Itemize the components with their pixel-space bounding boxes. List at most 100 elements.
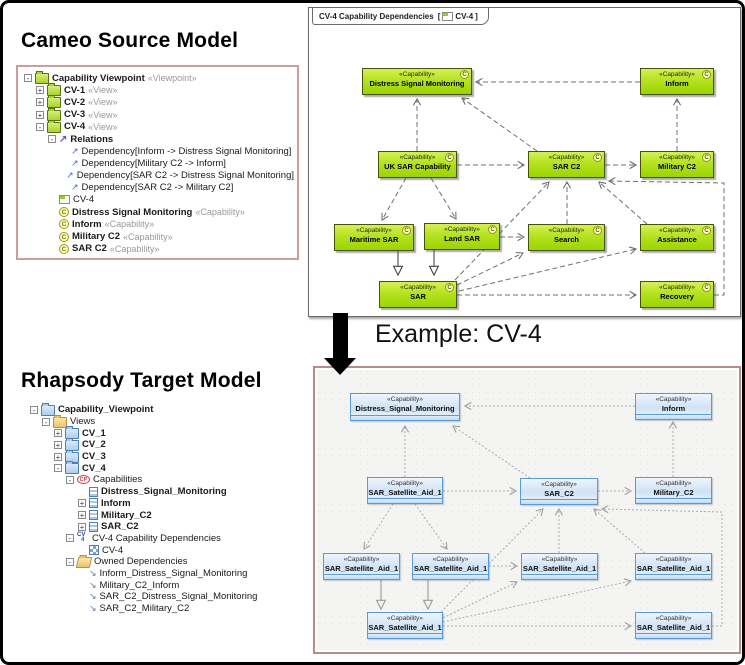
tree-item[interactable]: +CV-1«View» [21, 83, 294, 97]
capability-node[interactable]: «Capability» SAR_Satellite_Aid_1 [635, 612, 712, 639]
tree-indent [21, 212, 45, 213]
collapse-icon[interactable]: - [66, 475, 74, 484]
capability-node[interactable]: «Capability» UK SAR Capability C [378, 151, 457, 178]
tree-item[interactable]: - CV_4 [27, 461, 299, 475]
tree-item[interactable]: CV-4 [27, 544, 299, 556]
tree-item[interactable]: +CV-2«View» [21, 95, 294, 109]
tree-item[interactable]: Inform«Capability» [21, 218, 294, 230]
tree-item[interactable]: -Capability Viewpoint«Viewpoint» [21, 71, 294, 85]
capability-node[interactable]: «Capability» SAR_Satellite_Aid_1 [367, 477, 443, 504]
expand-icon[interactable]: + [36, 86, 44, 96]
tree-item[interactable]: Dependency[Military C2 -> Inform] [21, 157, 294, 169]
tree-item[interactable]: SAR_C2_Military_C2 [27, 603, 299, 615]
tree-item[interactable]: Dependency[Inform -> Distress Signal Mon… [21, 145, 294, 157]
tree-item[interactable]: -CV-4 Capability Dependencies [27, 533, 299, 545]
collapse-icon[interactable]: - [24, 74, 32, 83]
capability-node[interactable]: «Capability» SAR C2 C [528, 151, 605, 178]
capability-node[interactable]: «Capability» Assistance C [640, 224, 714, 251]
tree-item[interactable]: CV-4 [21, 194, 294, 206]
tree-item-label: Relations [70, 133, 114, 145]
dependency-cameo-icon [71, 146, 79, 157]
capability-node[interactable]: «Capability» SAR_Satellite_Aid_1 [367, 612, 443, 639]
tree-item[interactable]: Distress_Signal_Monitoring [27, 486, 299, 498]
dependency-edge [458, 246, 638, 292]
rhapsody-diagram-panel: «Capability» Distress_Signal_Monitoring … [313, 366, 741, 654]
tree-indent [21, 163, 57, 164]
collapse-icon[interactable]: - [54, 464, 62, 473]
tree-item[interactable]: SAR C2«Capability» [21, 243, 294, 255]
capability-node[interactable]: «Capability» Land SAR C [424, 223, 500, 250]
capability-node[interactable]: «Capability» Inform C [640, 68, 714, 95]
tree-item-label: Dependency[SAR C2 -> Military C2] [81, 182, 234, 194]
capability-node[interactable]: «Capability» SAR_Satellite_Aid_1 [521, 553, 598, 580]
expand-icon[interactable]: + [54, 452, 62, 462]
tree-item[interactable]: Dependency[SAR C2 -> Military C2] [21, 182, 294, 194]
capability-node[interactable]: «Capability» SAR_Satellite_Aid_1 [635, 553, 712, 580]
capability-node[interactable]: «Capability» SAR_Satellite_Aid_1 [412, 553, 489, 580]
capability-name: Military C2 [658, 162, 696, 171]
collapse-icon[interactable]: - [48, 135, 56, 144]
dependency-cameo-icon [71, 182, 79, 193]
collapse-icon[interactable]: - [66, 557, 74, 566]
tree-item[interactable]: +SAR_C2 [27, 521, 299, 533]
expand-icon[interactable]: + [78, 522, 86, 532]
tree-item[interactable]: -Capability_Viewpoint [27, 402, 299, 416]
collapse-icon[interactable]: - [30, 405, 38, 414]
expand-icon[interactable]: + [54, 440, 62, 450]
tree-indent [27, 479, 63, 480]
tree-item[interactable]: Military C2«Capability» [21, 230, 294, 242]
tree-item[interactable]: SAR_C2_Distress_Signal_Monitoring [27, 591, 299, 603]
folder-open-yellow-icon [75, 556, 93, 568]
tree-item-label: CV_4 [82, 462, 106, 474]
tree-item-label: Distress_Signal_Monitoring [101, 486, 227, 498]
source-model-heading: Cameo Source Model [21, 29, 239, 52]
tree-item[interactable]: Military_C2_Inform [27, 579, 299, 591]
block-icon [89, 521, 98, 532]
capability-node[interactable]: «Capability» Inform [635, 393, 712, 420]
capability-node[interactable]: «Capability» Recovery C [640, 281, 714, 308]
expand-icon[interactable]: + [78, 511, 86, 521]
stereotype-annotation: «Capability» [109, 243, 160, 254]
expand-icon[interactable]: + [78, 499, 86, 509]
tree-item[interactable]: +Military_C2 [27, 509, 299, 521]
capability-node[interactable]: «Capability» Distress_Signal_Monitoring [350, 393, 460, 421]
tree-item[interactable]: -Capabilities [27, 474, 299, 486]
tree-item[interactable]: -Owned Dependencies [27, 556, 299, 568]
capability-node[interactable]: «Capability» SAR_Satellite_Aid_1 [323, 553, 400, 580]
tree-item[interactable]: + CV_3 [27, 449, 299, 463]
tree-item[interactable]: -Views [27, 414, 299, 428]
capability-name: Distress_Signal_Monitoring [355, 404, 455, 413]
tree-item[interactable]: Distress Signal Monitoring«Capability» [21, 206, 294, 218]
capability-node[interactable]: «Capability» Maritime SAR C [334, 224, 414, 251]
capability-node[interactable]: «Capability» Military_C2 [635, 477, 712, 504]
capability-node[interactable]: «Capability» Military C2 C [640, 151, 714, 178]
tree-item[interactable]: +Inform [27, 498, 299, 510]
expand-icon[interactable]: + [54, 429, 62, 439]
tree-item[interactable]: Inform_Distress_Signal_Monitoring [27, 568, 299, 580]
cameo-diagram-panel: CV-4 Capability Dependencies [ CV-4 ] [308, 7, 741, 317]
tree-item[interactable]: Dependency[SAR C2 -> Distress Signal Mon… [21, 170, 294, 182]
capability-node[interactable]: «Capability» SAR_C2 [520, 478, 598, 505]
capability-node[interactable]: «Capability» Search C [528, 224, 605, 251]
stereotype-label: «Capability» [541, 481, 577, 488]
tree-item[interactable]: - Relations [21, 133, 294, 145]
tree-item-label: CV_3 [82, 451, 106, 463]
dependency-edge [593, 508, 646, 554]
expand-icon[interactable]: + [36, 110, 44, 120]
collapse-icon[interactable]: - [42, 417, 50, 426]
tree-item[interactable]: -CV-4«View» [21, 119, 294, 133]
target-model-heading: Rhapsody Target Model [21, 369, 262, 392]
folder-yellow-icon [53, 414, 67, 428]
diagram-tab[interactable]: CV-4 Capability Dependencies [ CV-4 ] [312, 8, 489, 25]
stereotype-label: «Capability» [432, 556, 469, 563]
collapse-icon[interactable]: - [36, 122, 44, 131]
tree-item[interactable]: +CV-3«View» [21, 107, 294, 121]
capability-name: UK SAR Capability [384, 162, 451, 171]
dependency-edge [381, 177, 407, 221]
capability-node[interactable]: «Capability» Distress Signal Monitoring … [362, 68, 472, 95]
capability-node[interactable]: «Capability» SAR C [379, 281, 457, 308]
capability-badge-icon: C [402, 226, 411, 235]
collapse-icon[interactable]: - [66, 534, 74, 543]
expand-icon[interactable]: + [36, 98, 44, 108]
capability-name: Maritime SAR [349, 235, 399, 244]
